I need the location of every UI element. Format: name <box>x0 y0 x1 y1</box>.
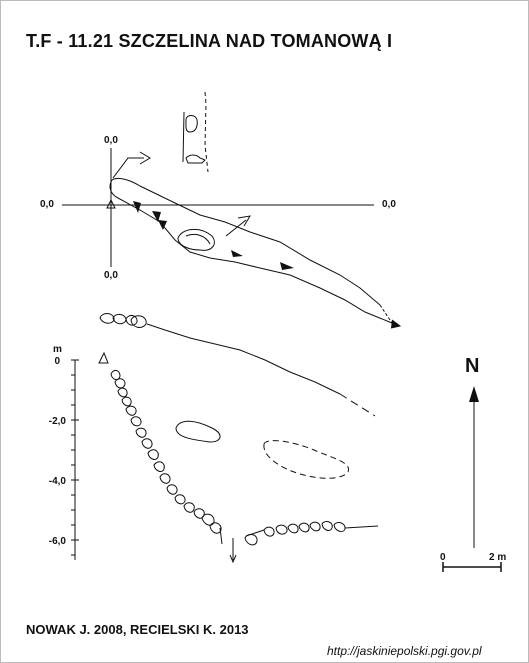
plan-label-left: 0,0 <box>40 199 54 210</box>
section-view <box>71 313 379 564</box>
plan-label-top: 0,0 <box>104 135 118 146</box>
depth-label-6: -6,0 <box>49 536 67 547</box>
cross-section-sketch <box>182 91 209 173</box>
plan-label-bottom: 0,0 <box>104 270 118 281</box>
slope-markers <box>133 201 294 270</box>
survey-title: T.F - 11.21 SZCZELINA NAD TOMANOWĄ I <box>26 31 393 51</box>
side-arrow <box>225 219 247 237</box>
north-label: N <box>465 355 479 377</box>
floor-boulder-chain <box>110 369 222 534</box>
depth-unit-label: m <box>53 344 62 355</box>
plan-passage-outline <box>109 177 393 324</box>
scale-start-label: 0 <box>440 552 446 563</box>
section-station-triangle <box>98 351 109 364</box>
depth-label-2: -2,0 <box>49 416 67 427</box>
scale-bar <box>442 562 502 572</box>
survey-authors: NOWAK J. 2008, RECIELSKI K. 2013 <box>26 622 249 637</box>
plan-station-triangle <box>106 198 116 209</box>
floor-line-end <box>344 525 379 529</box>
entrance-arrow <box>112 157 144 179</box>
plan-label-right: 0,0 <box>382 199 396 210</box>
bottom-boulder-chain <box>244 520 346 546</box>
depth-label-0: 0 <box>54 356 60 367</box>
dashed-chamber <box>263 440 349 479</box>
source-url: http://jaskiniepolski.pgi.gov.pl <box>327 644 482 658</box>
ceiling-boulders <box>99 313 147 328</box>
ceiling-line <box>146 323 341 395</box>
floor-boulder <box>175 420 221 443</box>
scale-end-label: 2 m <box>489 552 506 563</box>
plan-boulder <box>177 229 215 251</box>
north-arrow <box>469 386 479 548</box>
plan-view <box>62 91 402 329</box>
north-arrow-head-icon <box>469 386 479 402</box>
depth-label-4: -4,0 <box>49 476 67 487</box>
